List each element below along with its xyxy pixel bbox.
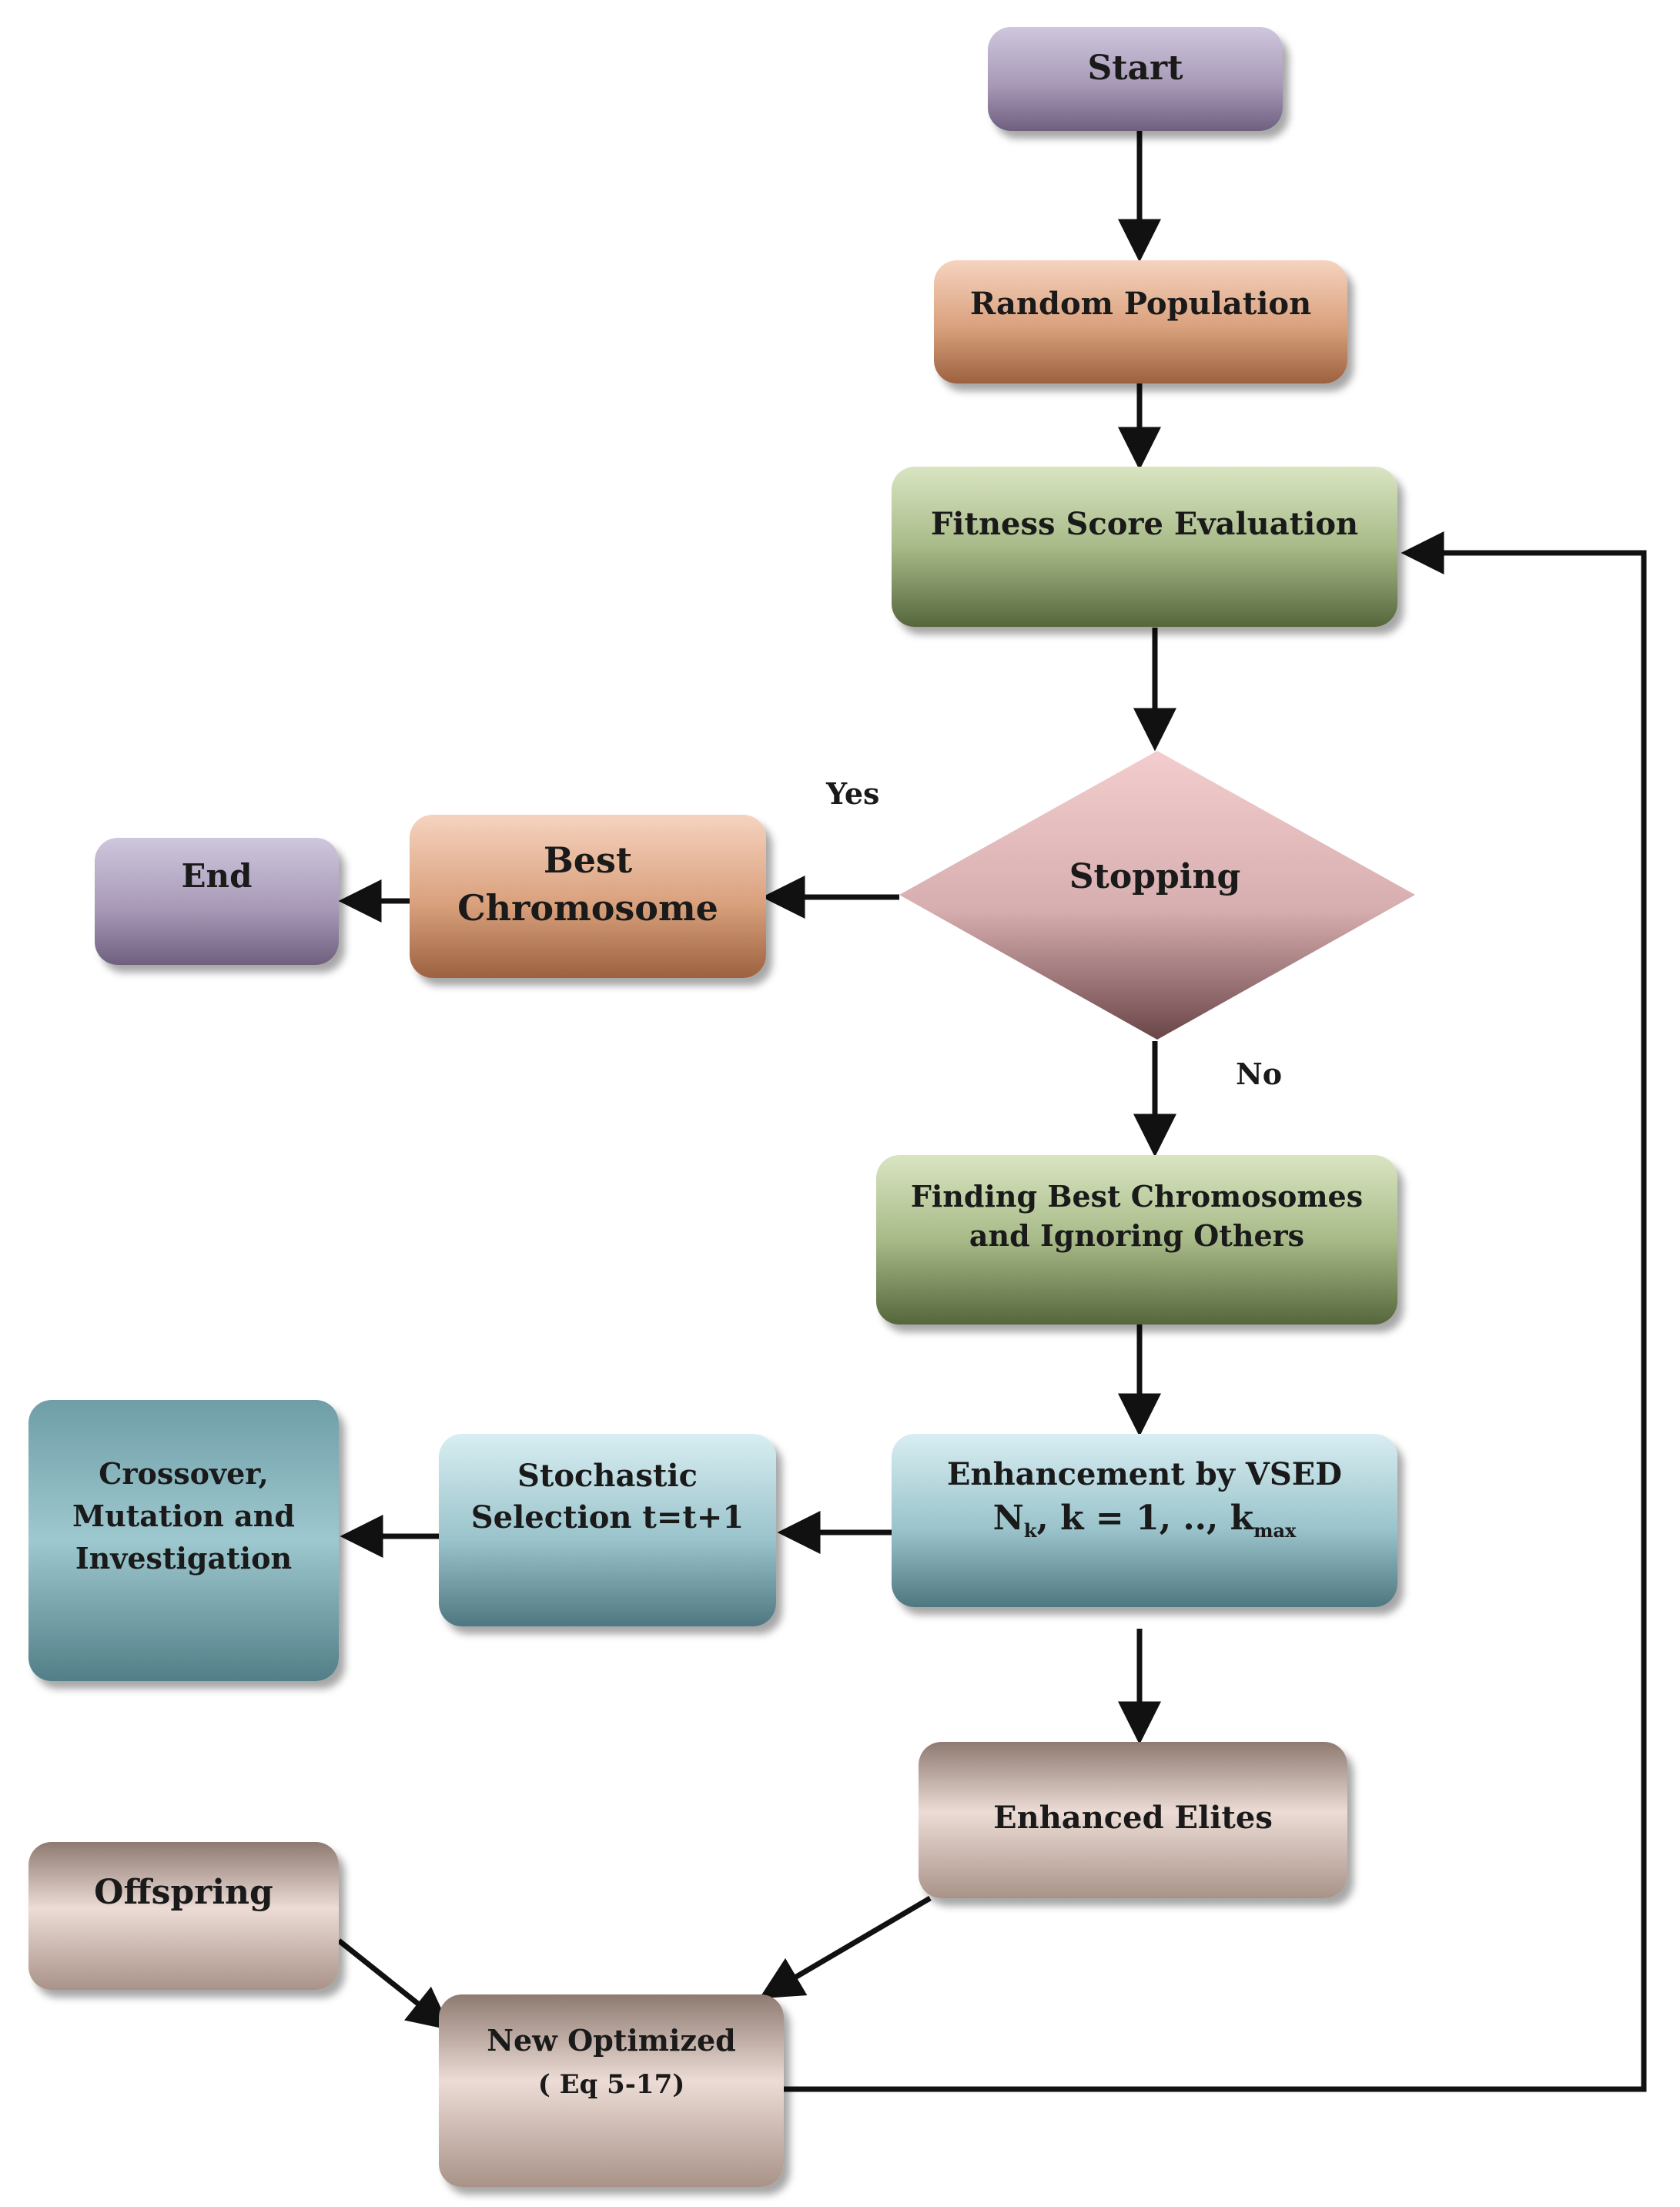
enhanced-elites-label: Enhanced Elites bbox=[993, 1800, 1273, 1836]
arrow-offspring-to-newopt bbox=[336, 1938, 452, 2031]
enhancement-label-line2: Nk, k = 1, .., kmax bbox=[993, 1495, 1297, 1543]
yes-branch-label: Yes bbox=[826, 776, 880, 811]
finding-best-label-line1: Finding Best Chromosomes bbox=[910, 1179, 1364, 1214]
stopping-label: Stopping bbox=[1069, 857, 1241, 896]
end-node: End bbox=[95, 838, 339, 965]
crossover-label-line1: Crossover, bbox=[99, 1456, 269, 1491]
enhancement-n-sub: k bbox=[1023, 1519, 1037, 1542]
end-label: End bbox=[181, 857, 253, 895]
enhancement-label-line1: Enhancement by VSED bbox=[947, 1456, 1342, 1492]
arrow-elites-to-newopt bbox=[758, 1895, 932, 1999]
offspring-node: Offspring bbox=[28, 1842, 339, 1990]
fitness-evaluation-label: Fitness Score Evaluation bbox=[930, 506, 1359, 542]
enhanced-elites-node: Enhanced Elites bbox=[919, 1742, 1347, 1898]
start-node: Start bbox=[988, 27, 1283, 131]
offspring-label: Offspring bbox=[94, 1873, 273, 1912]
new-optimized-label-line1: New Optimized bbox=[487, 2023, 736, 2058]
random-population-label: Random Population bbox=[969, 286, 1312, 322]
crossover-label-line2: Mutation and bbox=[72, 1499, 295, 1534]
stopping-decision-diamond bbox=[899, 751, 1415, 1040]
fitness-evaluation-node: Fitness Score Evaluation bbox=[892, 467, 1397, 627]
no-branch-label: No bbox=[1236, 1057, 1283, 1091]
stochastic-label-line2: Selection t=t+1 bbox=[470, 1499, 745, 1536]
enhancement-n: N bbox=[992, 1499, 1024, 1538]
finding-best-node: Finding Best Chromosomes and Ignoring Ot… bbox=[876, 1155, 1397, 1325]
start-label: Start bbox=[1087, 49, 1183, 88]
enhancement-range: , k = 1, .., k bbox=[1036, 1499, 1254, 1538]
finding-best-label-line2: and Ignoring Others bbox=[969, 1218, 1305, 1254]
crossover-label-line3: Investigation bbox=[75, 1541, 293, 1576]
arrow-feedback-loop bbox=[784, 531, 1647, 2092]
stochastic-label-line1: Stochastic bbox=[517, 1458, 698, 1494]
best-chromosome-label-line2: Chromosome bbox=[457, 887, 718, 929]
stochastic-selection-node: Stochastic Selection t=t+1 bbox=[439, 1434, 776, 1626]
best-chromosome-node: Best Chromosome bbox=[410, 815, 766, 978]
enhancement-max-sub: max bbox=[1253, 1519, 1297, 1542]
new-optimized-node: New Optimized ( Eq 5-17) bbox=[439, 1994, 784, 2187]
crossover-node: Crossover, Mutation and Investigation bbox=[28, 1400, 339, 1681]
enhancement-node: Enhancement by VSED Nk, k = 1, .., kmax bbox=[892, 1434, 1397, 1607]
new-optimized-label-line2: ( Eq 5-17) bbox=[537, 2069, 685, 2101]
random-population-node: Random Population bbox=[934, 260, 1347, 383]
best-chromosome-label-line1: Best bbox=[543, 839, 633, 881]
